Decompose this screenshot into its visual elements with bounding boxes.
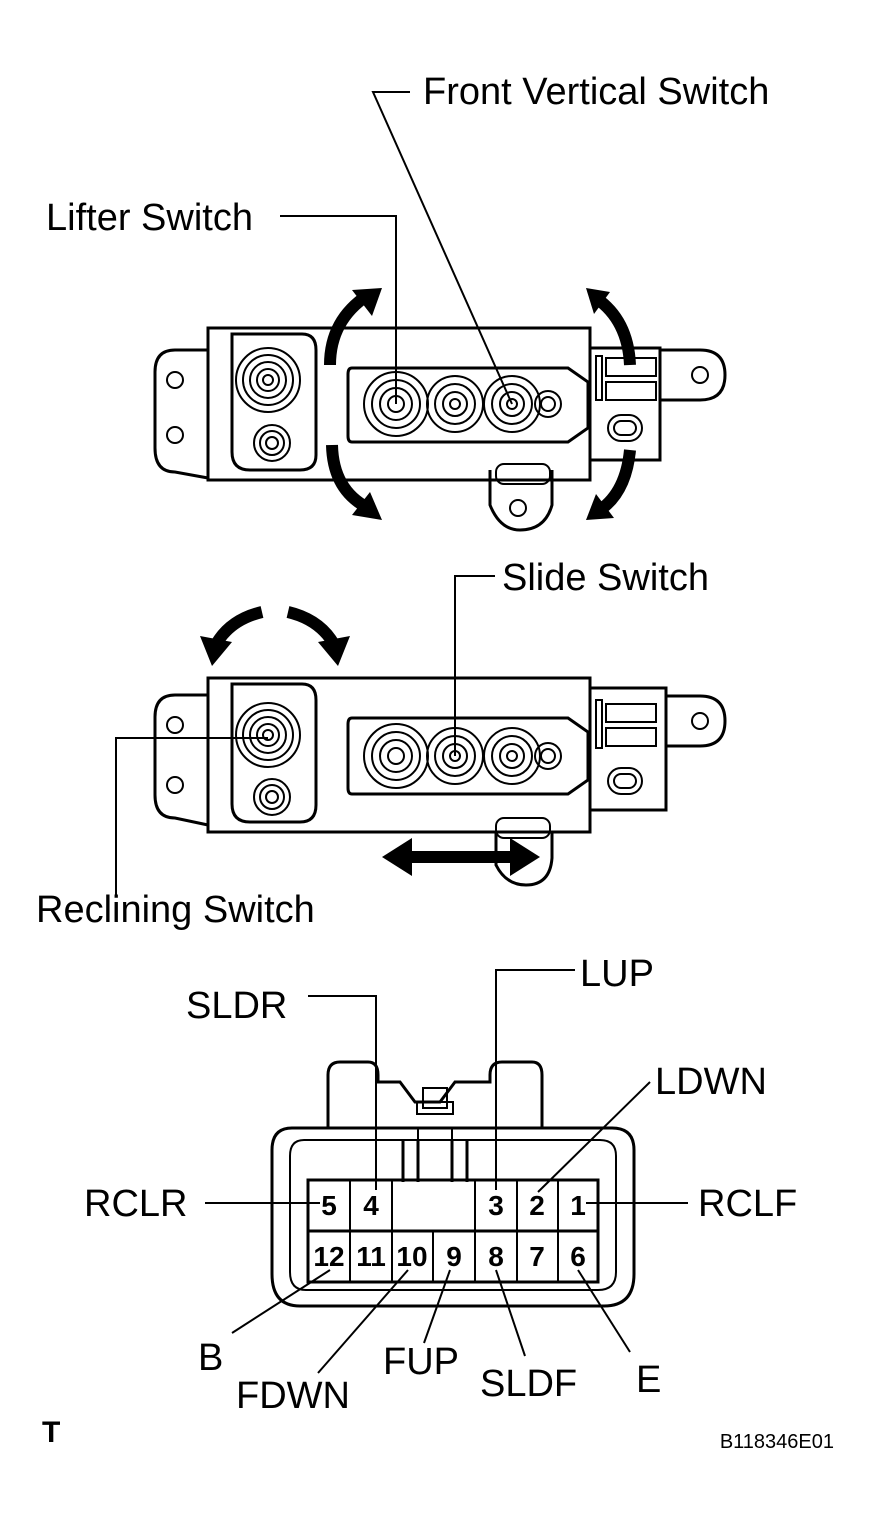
pin-2: 2 <box>529 1190 545 1221</box>
arrow-down-icon <box>586 449 636 520</box>
reclining-knob-top <box>235 347 301 462</box>
pin-6: 6 <box>570 1241 586 1272</box>
switch-assembly-bottom <box>153 676 727 887</box>
terminal-b: B <box>198 1337 223 1379</box>
arrow-up-icon <box>586 288 636 366</box>
reclining-switch-label: Reclining Switch <box>36 889 315 931</box>
pin-11: 11 <box>356 1241 386 1272</box>
terminal-sldf: SLDF <box>480 1363 577 1405</box>
double-arrow-icon <box>382 838 540 876</box>
arrow-down-icon <box>326 444 382 520</box>
corner-mark: T <box>42 1416 60 1449</box>
pin-8: 8 <box>488 1241 504 1272</box>
slide-switch-label: Slide Switch <box>502 557 709 599</box>
terminal-e: E <box>636 1359 661 1401</box>
arrow-up-icon <box>200 606 264 666</box>
terminal-rclf: RCLF <box>698 1183 797 1225</box>
pin-3: 3 <box>488 1190 504 1221</box>
terminal-fdwn: FDWN <box>236 1375 350 1417</box>
slide-knob-top <box>426 375 484 433</box>
connector-leaders <box>205 969 688 1374</box>
pin-numbers-bottom: 12 11 10 9 8 7 6 <box>313 1241 585 1272</box>
pin-12: 12 <box>313 1241 344 1272</box>
front-vertical-knob-bottom <box>483 727 562 785</box>
front-vertical-leader <box>371 91 513 405</box>
pin-numbers-top: 5 4 3 2 1 <box>321 1190 586 1221</box>
pin-10: 10 <box>396 1241 427 1272</box>
arrow-down-icon <box>286 606 350 666</box>
switch-assembly-top <box>153 326 727 532</box>
pin-7: 7 <box>529 1241 545 1272</box>
terminal-ldwn: LDWN <box>655 1061 767 1103</box>
slide-leader <box>454 575 495 756</box>
front-vertical-knob <box>483 375 562 433</box>
terminal-fup: FUP <box>383 1341 459 1383</box>
lifter-leader <box>280 215 397 404</box>
pin-1: 1 <box>570 1190 586 1221</box>
connector <box>270 1060 636 1308</box>
arrow-up-icon <box>324 288 382 366</box>
figure-id: B118346E01 <box>720 1431 834 1453</box>
lifter-switch-label: Lifter Switch <box>46 197 253 239</box>
terminal-sldr: SLDR <box>186 985 287 1027</box>
terminal-lup: LUP <box>580 953 654 995</box>
pin-4: 4 <box>363 1190 379 1221</box>
reclining-knob <box>235 702 301 816</box>
reclining-leader <box>115 737 268 895</box>
front-vertical-switch-label: Front Vertical Switch <box>423 71 769 113</box>
pin-5: 5 <box>321 1190 337 1221</box>
pin-9: 9 <box>446 1241 462 1272</box>
terminal-rclr: RCLR <box>84 1183 187 1225</box>
